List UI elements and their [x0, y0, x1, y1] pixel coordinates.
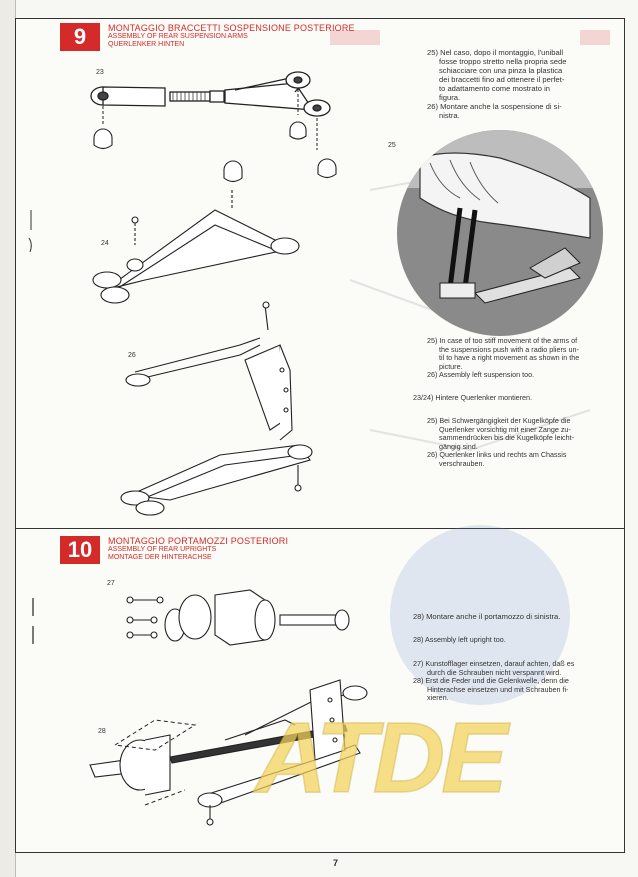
- arm-mount-26-drawing: [120, 301, 313, 516]
- text-line: durch die Schrauben nicht verspannt wird…: [427, 667, 562, 677]
- text-line: sammendrücken bis die Kugelköpfe leicht-: [439, 433, 575, 443]
- binder-edge: [0, 0, 16, 877]
- suspension-arm-23-drawing: [90, 71, 337, 179]
- text-line: xieren.: [427, 693, 449, 703]
- fig-label-23: 23: [96, 69, 104, 76]
- binder-marks-top: [28, 210, 32, 253]
- text-line: dei braccetti fino ad ottenere il perfet…: [439, 75, 565, 84]
- text-line: 28) Erst die Feder und die Gelenkwelle, …: [413, 676, 569, 686]
- step9-title-de: QUERLENKER HINTEN: [108, 41, 185, 48]
- step9-text-de-intro: 23/24) Hintere Querlenker montieren.: [413, 393, 533, 402]
- chassis-mount-drawing: [309, 679, 346, 761]
- fig-label-25: 25: [388, 142, 396, 149]
- text-line: 25) Nel caso, dopo il montaggio, l'uniba…: [427, 48, 564, 57]
- section-divider: [15, 528, 625, 529]
- text-line: the suspensions push with a radio pliers…: [439, 344, 579, 354]
- text-line: 27) Kunstofflager einsetzen, darauf acht…: [413, 659, 575, 668]
- step9-title-en: ASSEMBLY OF REAR SUSPENSION ARMS: [108, 33, 248, 40]
- text-line: 26) Querlenker links und rechts am Chass…: [427, 450, 567, 460]
- text-line: 26) Assembly left suspension too.: [427, 370, 535, 380]
- step10-title-de: MONTAGE DER HINTERACHSE: [108, 554, 212, 561]
- a-arm-24-drawing: [92, 160, 300, 304]
- text-line: 25) Bei Schwergängigkeit der Kugelköpfe …: [427, 416, 571, 425]
- fig-label-28: 28: [98, 728, 106, 735]
- rear-axle-28-drawing: [89, 685, 368, 826]
- text-line: schiacciare con una pinza la plastica: [439, 66, 563, 75]
- fig-label-27: 27: [107, 580, 115, 587]
- step9-text-it: 25) Nel caso, dopo il montaggio, l'uniba…: [427, 48, 566, 120]
- step-number-10: 10: [60, 536, 100, 564]
- text-line: fosse troppo stretto nella propria sede: [439, 57, 567, 66]
- text-line: 25) In case of too stiff movement of the…: [427, 336, 578, 345]
- bleed-through-circle: [390, 525, 570, 705]
- fig-label-24: 24: [101, 240, 109, 247]
- text-line: figura.: [439, 93, 461, 102]
- watermark-text: ATDE: [252, 702, 511, 814]
- fig-label-26: 26: [128, 352, 136, 359]
- text-line: Querlenker vorsichtig mit einer Zange zu…: [439, 424, 571, 434]
- step10-text-it: 28) Montare anche il portamozzo di sinis…: [413, 612, 561, 621]
- step9-text-en: 25) In case of too stiff movement of the…: [427, 336, 580, 380]
- text-line: picture.: [439, 361, 463, 371]
- step9-title-it: MONTAGGIO BRACCETTI SOSPENSIONE POSTERIO…: [108, 23, 355, 33]
- text-line: nistra.: [439, 111, 460, 120]
- step10-text-de: 27) Kunstofflager einsetzen, darauf acht…: [413, 659, 575, 703]
- step10-title-it: MONTAGGIO PORTAMOZZI POSTERIORI: [108, 536, 289, 546]
- upright-27-drawing: [126, 589, 350, 646]
- text-line: 26) Montare anche la sospensione di si-: [427, 102, 562, 111]
- pliers-photo-circle: [397, 130, 603, 336]
- binder-marks-bottom: [32, 598, 34, 644]
- text-line: Hinterachse einsetzen und mit Schrauben …: [427, 684, 569, 694]
- text-line: gängig sind.: [439, 441, 478, 451]
- step9-text-de: 25) Bei Schwergängigkeit der Kugelköpfe …: [427, 416, 575, 469]
- page-number: 7: [333, 858, 339, 868]
- watermark-logo: ATDE: [251, 701, 516, 815]
- step10-title-en: ASSEMBLY OF REAR UPRIGHTS: [108, 546, 217, 553]
- step-number-9: 9: [60, 23, 100, 51]
- text-line: verschrauben.: [439, 458, 485, 468]
- step10-text-en: 28) Assembly left upright too.: [413, 635, 506, 644]
- text-line: to adattamento come mostrato in: [439, 84, 551, 93]
- text-line: til to have a right movement as shown in…: [439, 353, 580, 363]
